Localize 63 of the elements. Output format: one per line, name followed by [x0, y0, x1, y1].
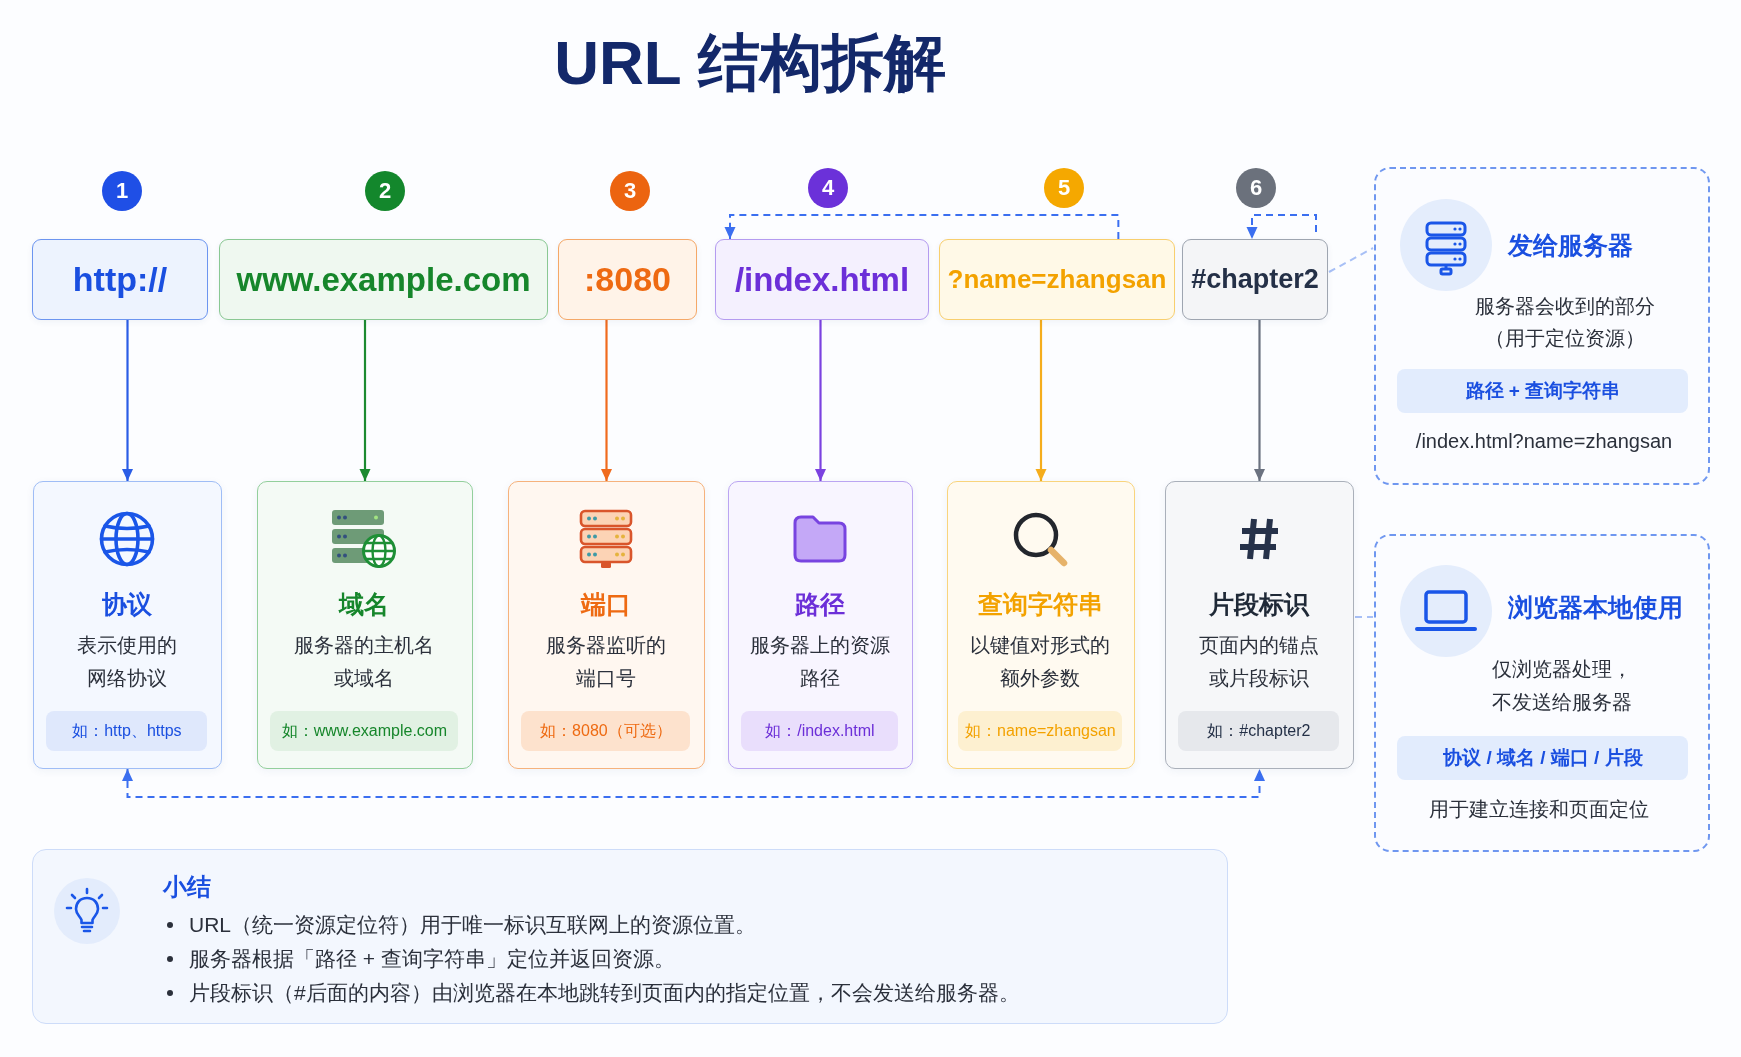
- panel-description: 服务器会收到的部分（用于定位资源）: [1474, 294, 1656, 351]
- summary-heading: 小结: [163, 872, 211, 902]
- bullet-text: 服务器根据「路径 + 查询字符串」定位并返回资源。: [189, 946, 675, 972]
- number-badge: 4: [808, 168, 848, 208]
- url-part-box: www.example.com: [219, 239, 548, 320]
- component-card: [1165, 481, 1354, 769]
- component-card: [728, 481, 913, 769]
- number-badge: 3: [610, 171, 650, 211]
- number-badge: 1: [102, 171, 142, 211]
- panel-note: 用于建立连接和页面定位: [1429, 797, 1649, 822]
- url-example: /index.html?name=zhangsan: [1415, 429, 1673, 454]
- dashed-arrow: [724, 214, 1120, 240]
- component-card: [257, 481, 473, 769]
- highlight-band: 协议 / 域名 / 端口 / 片段: [1397, 736, 1689, 781]
- card-title: 协议: [101, 589, 152, 620]
- example-pill: 如：www.example.com: [270, 711, 459, 752]
- card-description: 以键值对形式的额外参数: [969, 633, 1111, 691]
- panel-description: 仅浏览器处理，不发送给服务器: [1491, 657, 1633, 715]
- card-title: 查询字符串: [977, 589, 1103, 620]
- url-part-box: http://: [32, 239, 208, 320]
- summary-panel: [32, 849, 1228, 1024]
- arrow: [359, 320, 371, 481]
- component-card: [947, 481, 1135, 769]
- example-pill: 如：name=zhangsan: [958, 711, 1123, 752]
- card-description: 服务器监听的端口号: [544, 633, 667, 691]
- arrow: [1254, 320, 1265, 481]
- component-card: [33, 481, 222, 769]
- url-part-box: /index.html: [715, 239, 929, 320]
- url-part-box: ?name=zhangsan: [939, 239, 1175, 320]
- card-description: 服务器的主机名或域名: [293, 633, 435, 691]
- highlight-band: 路径 + 查询字符串: [1397, 369, 1689, 414]
- arrow: [122, 320, 133, 481]
- card-title: 域名: [339, 589, 389, 620]
- card-title: 路径: [794, 589, 845, 620]
- component-card: [508, 481, 705, 769]
- dashed-line: [1354, 616, 1374, 618]
- card-description: 服务器上的资源路径: [748, 633, 891, 691]
- info-panel: [1374, 167, 1710, 485]
- arrow: [601, 320, 612, 481]
- number-badge: 5: [1044, 168, 1084, 208]
- title: URL 结构拆解: [554, 27, 946, 99]
- example-pill: 如：8080（可选）: [521, 711, 691, 752]
- panel-heading: 发给服务器: [1508, 230, 1633, 261]
- number-badge: 6: [1236, 168, 1276, 208]
- example-pill: 如：/index.html: [741, 711, 899, 752]
- example-pill: 如：#chapter2: [1178, 711, 1340, 752]
- panel-heading: 浏览器本地使用: [1508, 592, 1683, 623]
- bullet-text: URL（统一资源定位符）用于唯一标识互联网上的资源位置。: [189, 912, 756, 938]
- dashed-arrow: [1246, 214, 1317, 240]
- card-description: 页面内的锚点或片段标识: [1197, 633, 1320, 691]
- dashed-line: [1328, 247, 1374, 273]
- url-part-box: #chapter2: [1182, 239, 1328, 320]
- url-part-box: :8080: [558, 239, 697, 320]
- example-pill: 如：http、https: [46, 711, 208, 752]
- number-badge: 2: [365, 171, 405, 211]
- arrow: [1035, 320, 1047, 481]
- bullet-text: 片段标识（#后面的内容）由浏览器在本地跳转到页面内的指定位置，不会发送给服务器。: [189, 980, 1020, 1006]
- card-title: 端口: [580, 589, 631, 620]
- dashed-arrow: [122, 768, 1265, 798]
- card-description: 表示使用的网络协议: [75, 633, 178, 691]
- card-title: 片段标识: [1208, 589, 1309, 620]
- info-panel: [1374, 534, 1710, 852]
- arrow: [815, 320, 826, 481]
